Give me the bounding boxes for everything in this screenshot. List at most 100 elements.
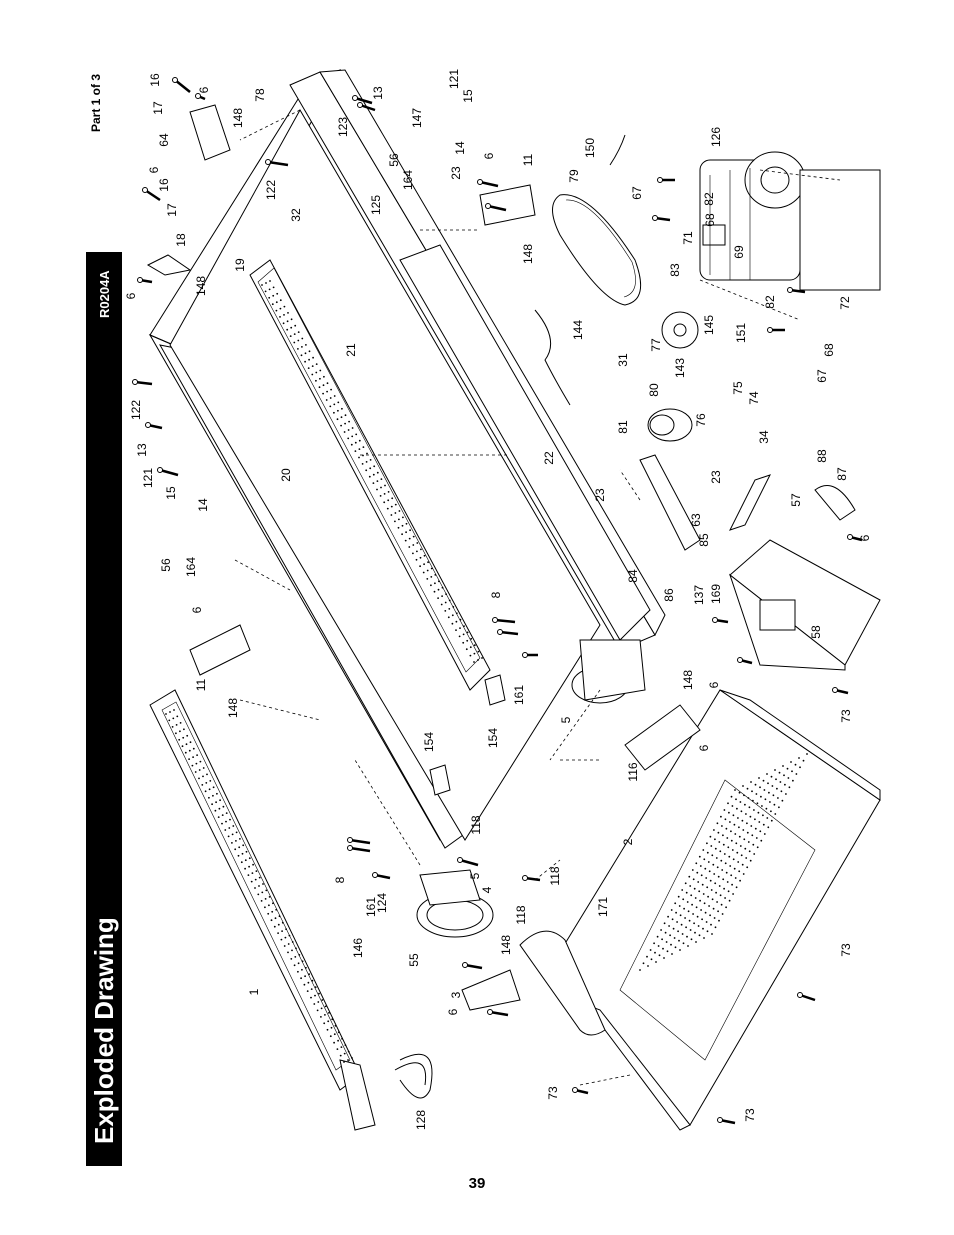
part-label: 14 [453,141,467,155]
flywheel [661,311,699,349]
part-label: 82 [763,295,777,309]
wire-harness [394,1053,433,1099]
part-label: 23 [709,470,723,484]
part-label: 68 [703,213,717,227]
part-label: 23 [449,166,463,180]
part-label: 13 [135,443,149,457]
part-label: 69 [732,245,746,259]
part-label: 116 [626,762,640,781]
part-label: 5 [559,716,573,723]
part-label: 2 [621,838,635,845]
part-label: 56 [387,153,401,167]
motor-hood [554,689,881,1131]
part-label: 76 [694,413,708,427]
part-label: 121 [141,468,155,488]
part-label: 73 [546,1086,560,1100]
part-label: 151 [734,323,748,343]
part-label: 67 [815,369,829,383]
part-label: 87 [835,467,849,481]
part-label: 55 [407,953,421,967]
part-label: 17 [151,101,165,115]
part-label: 20 [279,468,293,482]
part-label: 19 [233,258,247,272]
hood-perforations [639,753,808,971]
part-label: 169 [709,584,723,604]
part-label: 148 [194,276,208,296]
part-label: 56 [159,558,173,572]
part-label: 161 [512,685,526,705]
part-label: 84 [626,569,640,583]
part-label: 122 [264,180,278,200]
part-label: 6 [197,86,211,93]
title-bar: Exploded Drawing [86,252,122,1166]
part-label: 16 [157,178,171,192]
part-label: 154 [486,728,500,748]
part-label: 128 [414,1110,428,1130]
part-label: 77 [649,338,663,352]
part-label: 23 [593,488,607,502]
part-label: 148 [499,935,513,955]
part-label: 74 [747,391,761,405]
part-label: 6 [858,534,872,541]
motor-plate [759,169,881,291]
side-rail-19 [249,259,491,691]
end-cap-top [146,104,231,276]
part-label: 171 [596,897,610,917]
part-label: 15 [164,486,178,500]
motor [699,151,806,281]
part-label: 11 [194,678,208,691]
part-label: 1 [247,988,261,995]
wire-144 [534,309,571,406]
side-rail-1 [149,689,376,1131]
part-label: 154 [422,732,436,752]
part-label: 6 [707,681,721,688]
part-label: 80 [647,383,661,397]
rear-roller [416,869,494,938]
part-label: 82 [702,192,716,206]
part-label: 125 [369,195,383,215]
part-label: 8 [489,591,503,598]
part-label: 13 [371,86,385,100]
part-label: 72 [838,296,852,310]
part-label: 73 [839,709,853,723]
part-label: 164 [184,557,198,577]
electronics-box [729,539,881,671]
wheel-bracket-11 [189,184,536,1011]
part-label: 57 [789,493,803,507]
part-label: 31 [616,353,630,367]
bracket [639,454,701,551]
part-label: 85 [697,533,711,547]
part-label: 83 [668,263,682,277]
part-label: 81 [616,420,630,434]
part-label: 4 [480,886,494,893]
part-label: 73 [839,943,853,957]
part-label: 164 [401,170,415,190]
part-label: 15 [461,89,475,103]
part-label: 75 [731,381,745,395]
part-label: 146 [351,938,365,958]
part-label: 17 [165,203,179,217]
part-label: 6 [124,292,138,299]
part-label: 73 [743,1108,757,1122]
part-label: 122 [129,400,143,420]
part-label: 126 [709,127,723,147]
part-label: 21 [344,343,358,357]
part-label: 124 [375,893,389,913]
part-label: 79 [567,169,581,183]
part-label: 58 [809,625,823,639]
plate-154 [429,674,506,796]
part-label: 8 [333,876,347,883]
upright-bend [519,930,606,1036]
part-label: 78 [253,88,267,102]
part-label: 16 [148,73,162,87]
part-label: 161 [364,897,378,917]
part-label: 143 [673,358,687,378]
pulley [647,408,693,442]
part-label: 67 [630,186,644,200]
part-label: 32 [289,208,303,222]
part-label: 64 [157,133,171,147]
cover-plate [814,485,856,521]
part-label: 63 [689,513,703,527]
